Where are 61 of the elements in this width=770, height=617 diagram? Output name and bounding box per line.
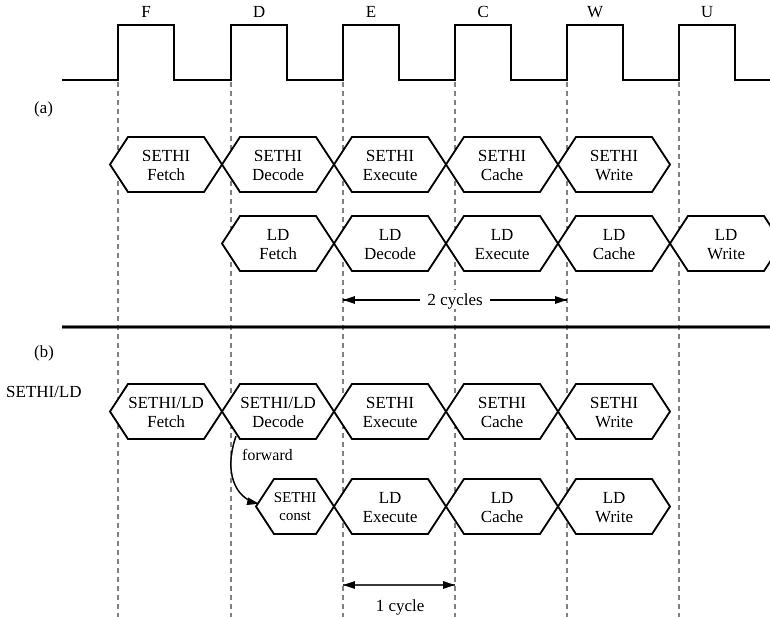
- stage-hexagon: [334, 215, 446, 272]
- stage-label: SETHI: [590, 146, 638, 164]
- stage-label: Write: [594, 506, 634, 526]
- stage-hexagon: [334, 383, 446, 440]
- stage-hexagon: [222, 215, 334, 272]
- stage-hexagon: [446, 215, 558, 272]
- panel-label: (b): [34, 342, 54, 361]
- stage-label: Write: [706, 244, 746, 262]
- stage-label: LD: [266, 224, 290, 244]
- stage-label: LD: [602, 488, 626, 506]
- stage-hexagon: [558, 383, 670, 440]
- stage-label: Fetch: [259, 244, 297, 262]
- stage-label: SETHI: [366, 146, 414, 164]
- stage-hexagon: [558, 136, 670, 193]
- stage-label: LD: [378, 224, 402, 244]
- stage-label: const: [279, 506, 311, 524]
- stage-label: LD: [490, 224, 514, 244]
- stage-label: SETHI: [274, 488, 316, 506]
- stage-label: Execute: [362, 164, 418, 184]
- stage-label: SETHI: [590, 392, 638, 412]
- stage-label: LD: [378, 488, 402, 506]
- stage-label: Cache: [592, 244, 636, 262]
- stage-label: Fetch: [147, 412, 185, 430]
- stage-label: LD: [602, 224, 626, 244]
- stage-hexagon: [110, 136, 222, 193]
- stage-label: Cache: [480, 412, 524, 430]
- stage-hexagon: [558, 478, 670, 535]
- stage-label: SETHI: [366, 392, 414, 412]
- stage-label: Write: [594, 164, 634, 184]
- stage-hexagon: [446, 136, 558, 193]
- stage-label: Decode: [252, 164, 304, 184]
- stage-label: Cache: [480, 164, 524, 184]
- stage-label: Execute: [474, 244, 530, 262]
- stage-hexagon: [670, 215, 770, 272]
- stage-label: SETHI/LD: [240, 392, 316, 412]
- stage-label: SETHI: [478, 392, 526, 412]
- stage-label: SETHI: [142, 146, 190, 164]
- stage-label: Execute: [362, 506, 418, 526]
- stage-label: Decode: [364, 244, 416, 262]
- stage-label: LD: [490, 488, 514, 506]
- stage-label: Fetch: [147, 164, 185, 184]
- stage-hexagon: [334, 478, 446, 535]
- stage-hexagon: [222, 383, 334, 440]
- stage-hexagon: [110, 383, 222, 440]
- stage-hexagon: [446, 383, 558, 440]
- stage-label: Decode: [252, 412, 304, 430]
- stage-hexagon: [558, 215, 670, 272]
- stage-label: SETHI/LD: [128, 392, 204, 412]
- row-label: SETHI/LD: [6, 382, 82, 401]
- stage-label: SETHI: [254, 146, 302, 164]
- stage-label: SETHI: [478, 146, 526, 164]
- stage-hexagon: [334, 136, 446, 193]
- stage-hexagon: [222, 136, 334, 193]
- panel-label: (a): [34, 98, 53, 117]
- stage-label: Cache: [480, 506, 524, 526]
- stage-label: Execute: [362, 412, 418, 430]
- stage-label: Write: [594, 412, 634, 430]
- arrow: [230, 436, 259, 504]
- stage-hexagon: [256, 478, 334, 535]
- stage-label: LD: [714, 224, 738, 244]
- stage-hexagon: [446, 478, 558, 535]
